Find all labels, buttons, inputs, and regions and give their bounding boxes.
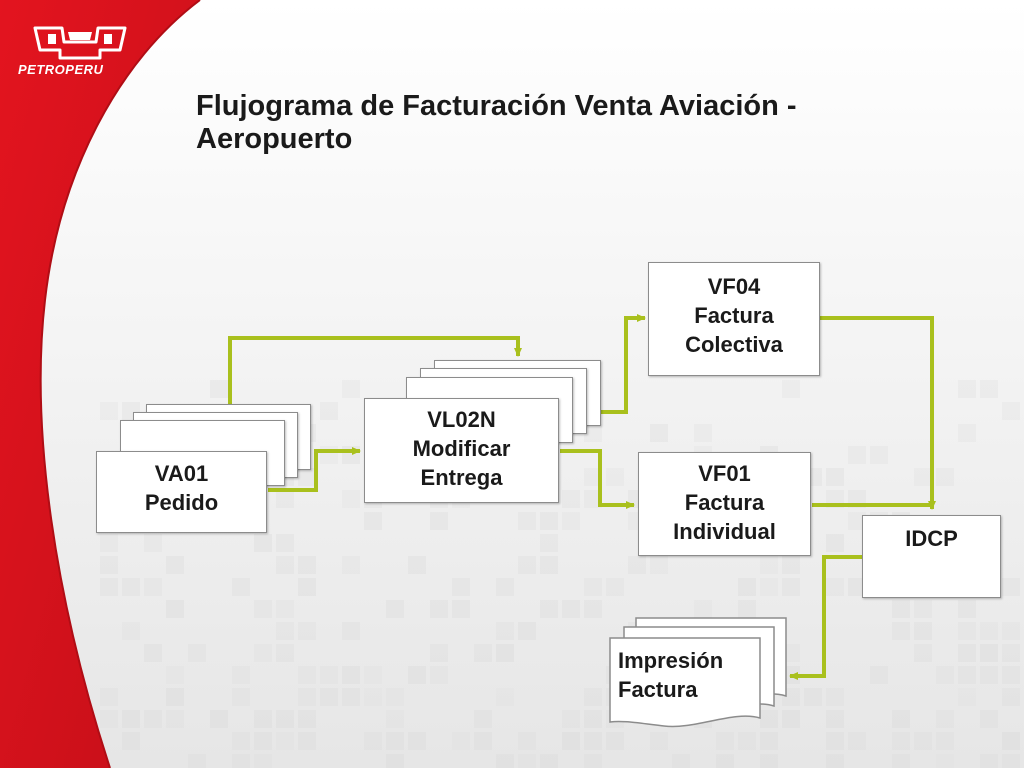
connector-vl02n-to-vf04 xyxy=(600,314,646,414)
idcp-node: IDCP xyxy=(862,515,1001,598)
brand-name: PETROPERU xyxy=(18,62,104,77)
impresion-document-stack xyxy=(609,617,787,728)
va01-code: VA01 xyxy=(154,461,209,486)
vf04-line3: Colectiva xyxy=(685,332,783,357)
vl02n-node: VL02N Modificar Entrega xyxy=(364,398,559,503)
impresion-line2: Factura xyxy=(618,677,698,702)
vf01-code: VF01 xyxy=(698,461,751,486)
vl02n-label: VL02N Modificar Entrega xyxy=(365,405,558,492)
impresion-label: Impresión Factura xyxy=(618,646,768,704)
connector-vf04-to-idcp xyxy=(820,316,936,510)
idcp-code: IDCP xyxy=(905,526,958,551)
title-line-2: Aeropuerto xyxy=(196,123,353,155)
petroperu-logo xyxy=(33,26,127,60)
page-title: Flujograma de Facturación Venta Aviación… xyxy=(196,90,956,156)
connector-va01-to-vl02n-top xyxy=(228,336,522,405)
impresion-line1: Impresión xyxy=(618,648,724,673)
vf04-label: VF04 Factura Colectiva xyxy=(649,272,819,359)
vf01-line3: Individual xyxy=(673,519,776,544)
connector-vl02n-to-vf01 xyxy=(560,449,635,509)
connector-idcp-to-impresion xyxy=(789,555,862,680)
vl02n-line2: Modificar xyxy=(412,436,511,461)
vf04-line2: Factura xyxy=(694,303,774,328)
va01-label: VA01 Pedido xyxy=(97,459,266,517)
vf04-code: VF04 xyxy=(707,274,761,299)
title-line-1: Flujograma de Facturación Venta Aviación… xyxy=(196,90,797,122)
vf01-label: VF01 Factura Individual xyxy=(639,459,810,546)
vf04-node: VF04 Factura Colectiva xyxy=(648,262,820,376)
va01-text: Pedido xyxy=(144,490,219,515)
vf01-line2: Factura xyxy=(684,490,765,515)
va01-node: VA01 Pedido xyxy=(96,451,267,533)
vl02n-line3: Entrega xyxy=(420,465,503,490)
connector-va01-to-vl02n xyxy=(268,447,361,492)
vf01-node: VF01 Factura Individual xyxy=(638,452,811,556)
vl02n-code: VL02N xyxy=(427,407,496,432)
